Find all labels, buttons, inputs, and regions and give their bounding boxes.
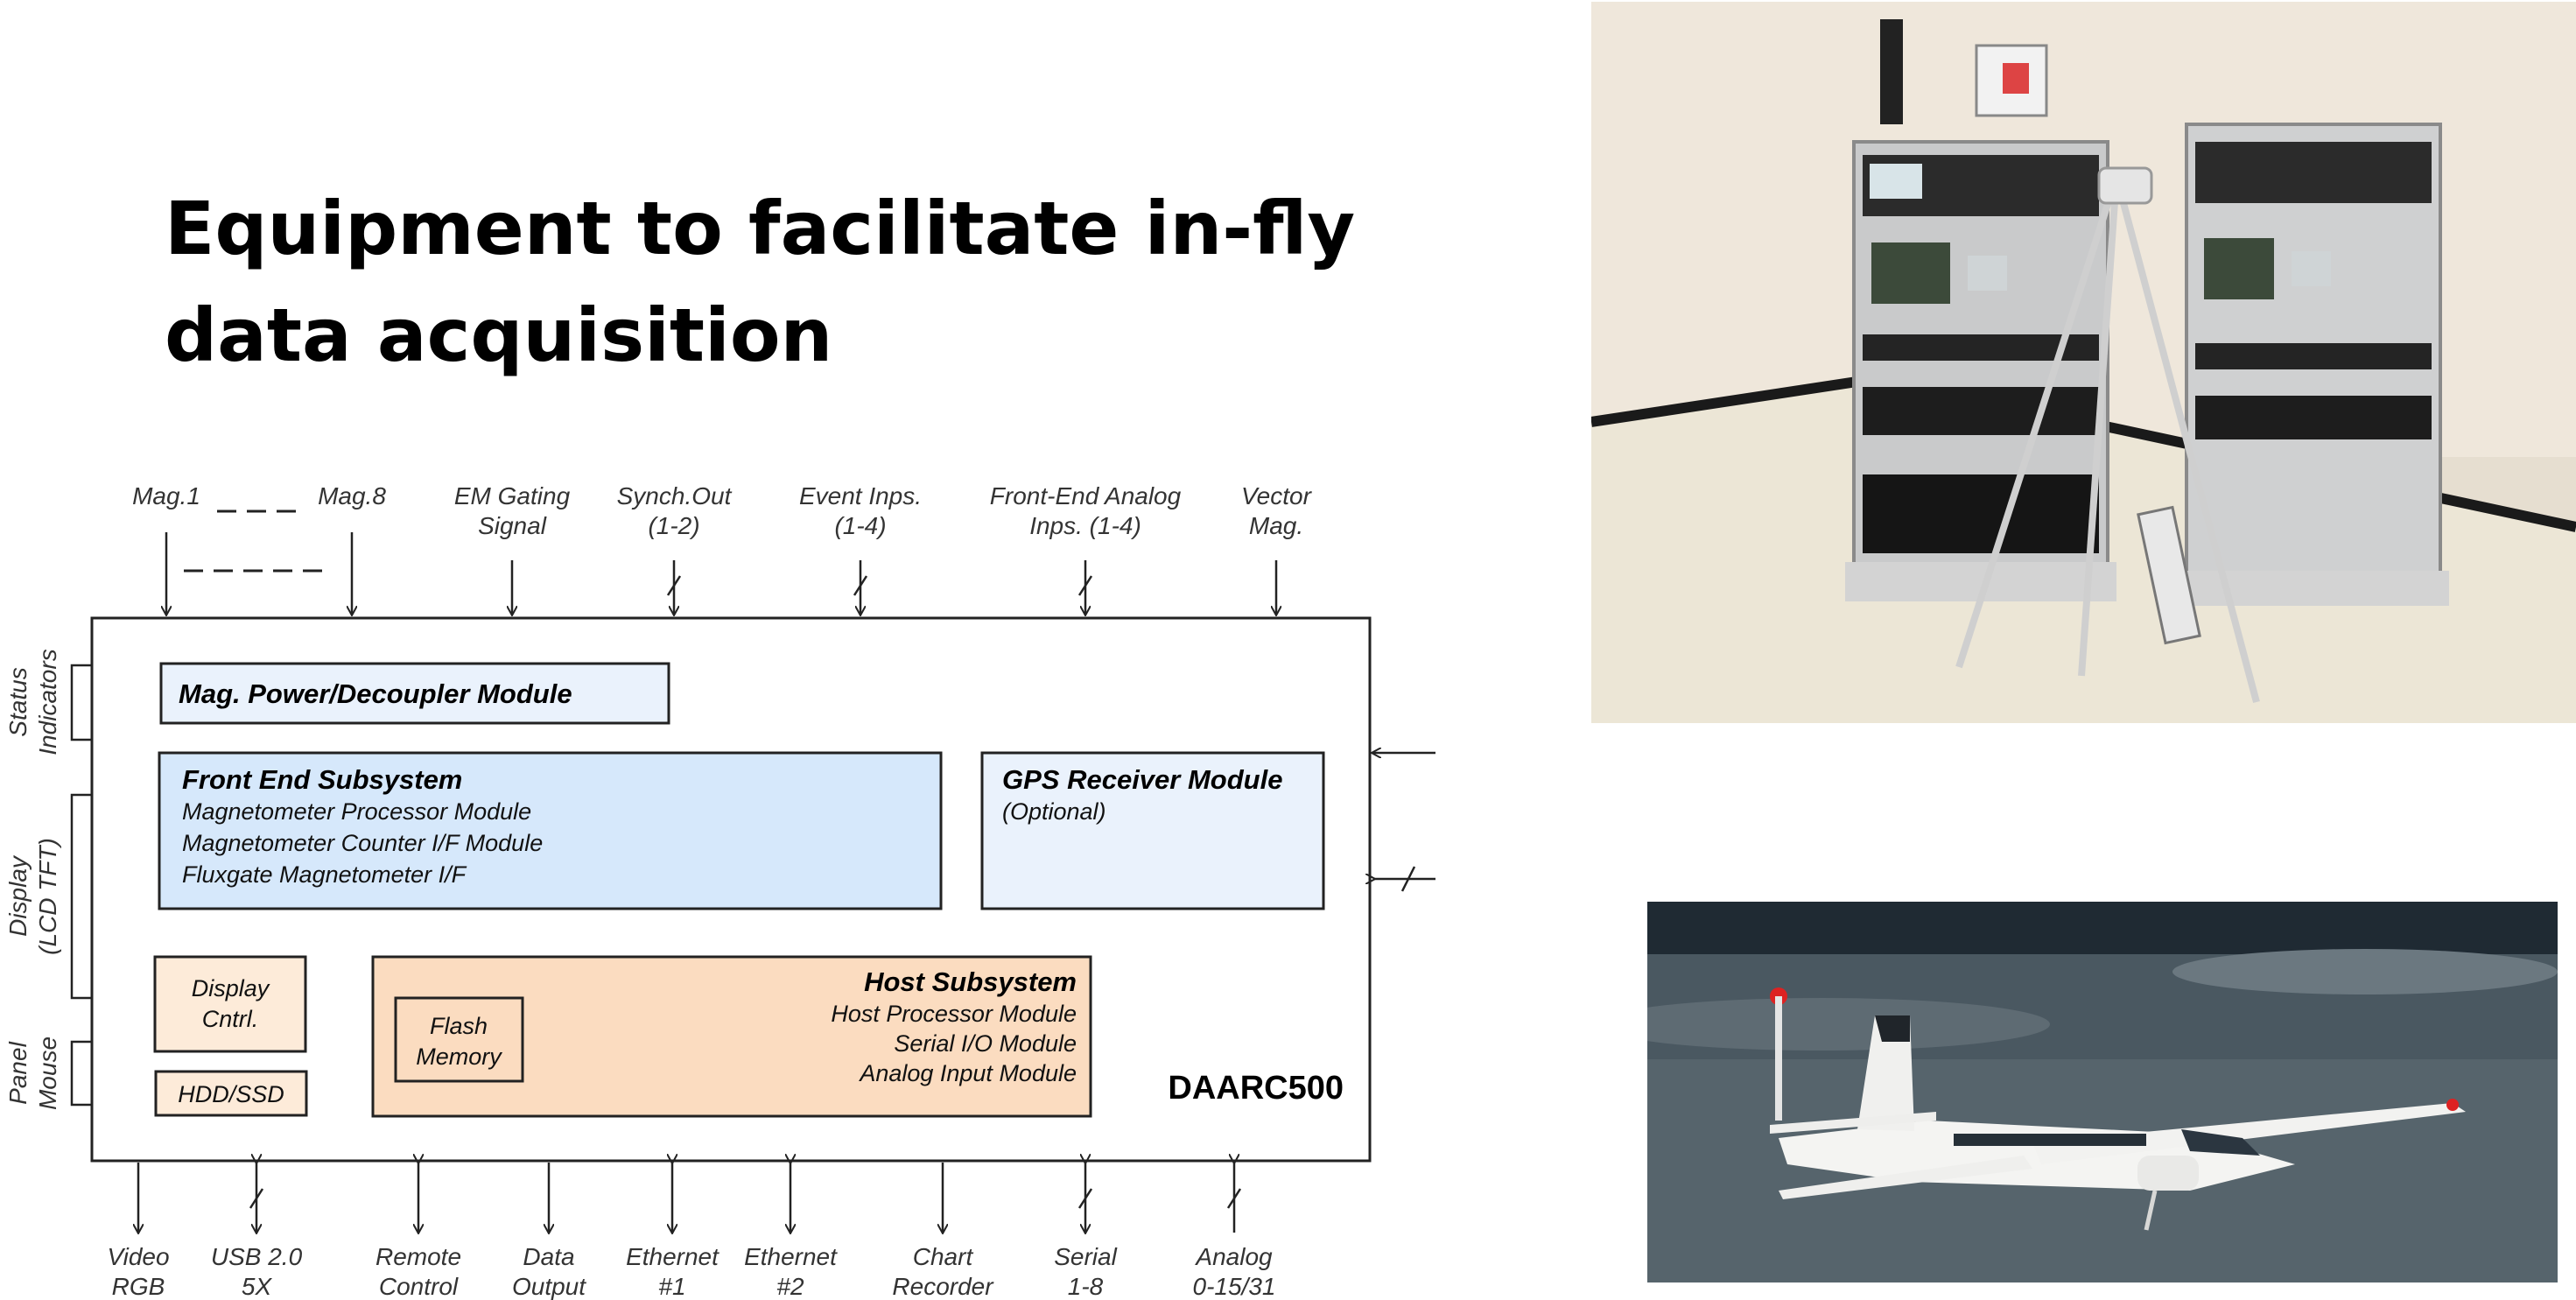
- ethernet-1-label-line-2: #1: [658, 1273, 685, 1300]
- panel-mouse-label-line-1: Panel: [4, 1041, 32, 1104]
- event-inps-bus-slash: [853, 575, 868, 596]
- serial-label: Serial 1-8: [1054, 1243, 1117, 1300]
- usb-bus-slash: [249, 1188, 264, 1209]
- status-indicators-label-line-2: Indicators: [34, 649, 61, 755]
- front-end-line-2: Magnetometer Counter I/F Module: [182, 830, 543, 856]
- vector-mag-label-line-2: Mag.: [1249, 512, 1303, 539]
- video-rgb-label-line-2: RGB: [112, 1273, 165, 1300]
- analog-label-line-1: Analog: [1194, 1243, 1273, 1270]
- display-controller-line-2: Cntrl.: [202, 1006, 259, 1032]
- flash-memory-box: [394, 996, 524, 1083]
- host-line-3: Analog Input Module: [858, 1060, 1077, 1086]
- mag1-label: Mag.1: [132, 482, 200, 509]
- event-inps-label-line-2: (1-4): [834, 512, 886, 539]
- data-output-label-line-2: Output: [512, 1273, 586, 1300]
- analog-label-line-2: 0-15/31: [1193, 1273, 1276, 1300]
- em-gating-label-line-1: EM Gating: [454, 482, 571, 509]
- synch-out-label-line-1: Synch.Out: [617, 482, 733, 509]
- serial-label-line-1: Serial: [1054, 1243, 1117, 1270]
- gps-data-slash: [1400, 866, 1416, 892]
- model-label: DAARC500: [1168, 1070, 1344, 1107]
- survey-aircraft-photo: [1647, 902, 2558, 1282]
- video-rgb-label-line-1: Video: [107, 1243, 169, 1270]
- display-lcd-label-line-2: (LCD TFT): [34, 838, 61, 955]
- chart-recorder-label-line-2: Recorder: [892, 1273, 994, 1300]
- host-line-2: Serial I/O Module: [894, 1030, 1077, 1057]
- flash-memory-line-2: Memory: [416, 1044, 502, 1070]
- front-end-subsystem: [158, 751, 943, 910]
- ethernet-2-label-line-1: Ethernet: [744, 1243, 838, 1270]
- front-end-analog-bus-slash: [1077, 575, 1093, 596]
- ethernet-1-label-line-1: Ethernet: [626, 1243, 719, 1270]
- ethernet-2-label-line-2: #2: [776, 1273, 804, 1300]
- mag-power-module-title: Mag. Power/Decoupler Module: [179, 678, 572, 709]
- status-indicators-label-line-1: Status: [4, 667, 32, 736]
- synch-out-label: Synch.Out (1-2): [617, 482, 733, 539]
- ethernet-1-label: Ethernet #1: [626, 1243, 719, 1300]
- host-subsystem-title: Host Subsystem: [864, 966, 1077, 997]
- mag8-label-line-1: Mag.8: [318, 482, 386, 509]
- slide-title: Equipment to facilitate in-fly data acqu…: [165, 186, 1356, 378]
- front-end-line-3: Fluxgate Magnetometer I/F: [182, 861, 467, 888]
- serial-label-line-2: 1-8: [1068, 1273, 1104, 1300]
- vector-mag-label-line-1: Vector: [1241, 482, 1313, 509]
- flash-memory-line-1: Flash: [430, 1013, 488, 1039]
- event-inps-label-line-1: Event Inps.: [799, 482, 922, 509]
- event-inps-label: Event Inps. (1-4): [799, 482, 922, 539]
- display-controller-line-1: Display: [192, 975, 270, 1001]
- usb-label: USB 2.0 5X: [211, 1243, 303, 1300]
- display-lcd-label: Display(LCD TFT): [4, 838, 61, 955]
- panel-mouse-bracket: [70, 1040, 92, 1107]
- gps-receiver-optional: (Optional): [1002, 798, 1106, 825]
- remote-control-label-line-2: Control: [379, 1273, 459, 1300]
- panel-mouse-label-line-2: Mouse: [34, 1036, 61, 1110]
- usb-label-line-2: 5X: [242, 1273, 273, 1300]
- serial-bus-slash: [1077, 1188, 1093, 1209]
- gps-receiver-module-title: GPS Receiver Module: [1002, 764, 1282, 795]
- usb-label-line-1: USB 2.0: [211, 1243, 303, 1270]
- daarc500-block-diagram: Mag. Power/Decoupler Module Front End Su…: [4, 482, 1435, 1300]
- remote-control-label-line-1: Remote: [376, 1243, 461, 1270]
- synch-out-bus-slash: [666, 575, 682, 596]
- ethernet-2-label: Ethernet #2: [744, 1243, 838, 1300]
- mag8-label: Mag.8: [318, 482, 386, 509]
- hdd-ssd-box: [154, 1070, 308, 1117]
- host-line-1: Host Processor Module: [831, 1001, 1077, 1027]
- display-lcd-label-line-1: Display: [4, 854, 32, 937]
- mag1-label-line-1: Mag.1: [132, 482, 200, 509]
- synch-out-label-line-2: (1-2): [648, 512, 699, 539]
- analog-label: Analog 0-15/31: [1193, 1243, 1276, 1300]
- display-controller: [153, 955, 307, 1053]
- gps-receiver-module: [980, 751, 1325, 910]
- bottom-output-arrows: [138, 1163, 1242, 1233]
- mag-power-module: [159, 662, 670, 725]
- hdd-ssd-label: HDD/SSD: [178, 1081, 284, 1107]
- chart-recorder-label-line-1: Chart: [913, 1243, 974, 1270]
- data-output-label-line-1: Data: [523, 1243, 574, 1270]
- front-end-line-1: Magnetometer Processor Module: [182, 798, 531, 825]
- analog-bus-slash: [1226, 1188, 1242, 1209]
- display-bracket: [70, 793, 92, 1000]
- equipment-racks-photo: [1591, 2, 2576, 723]
- front-end-subsystem-title: Front End Subsystem: [182, 764, 462, 795]
- status-indicators-bracket: [70, 664, 92, 741]
- top-input-arrows: [166, 532, 1276, 615]
- front-end-analog-label-line-2: Inps. (1-4): [1029, 512, 1141, 539]
- front-end-analog-label-line-1: Front-End Analog: [990, 482, 1182, 509]
- em-gating-label-line-2: Signal: [478, 512, 547, 539]
